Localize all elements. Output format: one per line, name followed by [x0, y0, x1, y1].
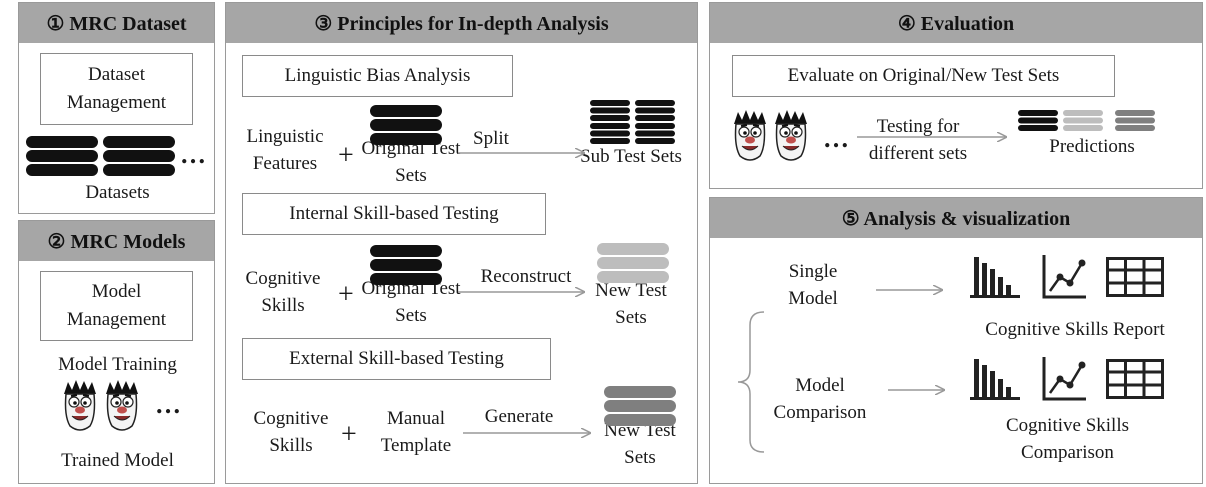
- face-icon: [63, 379, 97, 431]
- plus-sign: +: [338, 279, 354, 310]
- plus-sign: +: [341, 419, 357, 450]
- manual-template-label: Manual Template: [380, 408, 452, 456]
- line-chart-icon: [1042, 253, 1088, 299]
- model-comparison-label: Model Comparison: [773, 375, 867, 423]
- database-icon: [103, 136, 175, 176]
- database-icon: [635, 100, 675, 121]
- brace-icon: [737, 311, 765, 453]
- bar-chart-icon: [970, 257, 1020, 298]
- new-test-sets-label: New Test Sets: [595, 280, 667, 328]
- evaluation-ellipsis: …: [823, 124, 850, 153]
- datasets-caption: Datasets: [85, 182, 150, 203]
- database-icon: [1018, 110, 1058, 131]
- database-icon: [1063, 110, 1103, 131]
- internal-skill-box: Internal Skill-based Testing: [242, 193, 546, 235]
- panel-title: ② MRC Models: [19, 221, 214, 261]
- panel-title: ① MRC Dataset: [19, 3, 214, 43]
- line-chart-icon: [1042, 355, 1088, 401]
- linguistic-bias-box: Linguistic Bias Analysis: [242, 55, 513, 97]
- panel-mrc-models: ② MRC Models Model Management Model Trai…: [18, 220, 215, 484]
- panel-mrc-dataset: ① MRC Dataset Dataset Management Dataset…: [18, 2, 215, 214]
- table-icon: [1106, 359, 1164, 399]
- bar-chart-icon: [970, 359, 1020, 400]
- panel-analysis: ⑤ Analysis & visualization Single Model …: [709, 197, 1203, 484]
- sub-test-sets-label: Sub Test Sets: [580, 146, 682, 167]
- predictions-label: Predictions: [1049, 136, 1135, 157]
- database-icon: [590, 100, 630, 121]
- cognitive-skills-label: Cognitive Skills: [245, 268, 321, 316]
- generate-label: Generate: [484, 406, 554, 427]
- table-icon: [1106, 257, 1164, 297]
- plus-sign: +: [338, 140, 354, 171]
- database-icon: [597, 243, 669, 283]
- external-skill-box: External Skill-based Testing: [242, 338, 551, 380]
- panel-title: ⑤ Analysis & visualization: [710, 198, 1202, 238]
- face-icon: [105, 379, 139, 431]
- evaluate-box: Evaluate on Original/New Test Sets: [732, 55, 1115, 97]
- model-training-label: Model Training: [58, 354, 177, 375]
- database-icon: [604, 386, 676, 426]
- reconstruct-label: Reconstruct: [480, 266, 572, 287]
- testing-for-different-sets-label: Testing for different sets: [868, 116, 968, 164]
- database-icon: [26, 136, 98, 176]
- face-icon: [774, 109, 808, 161]
- panel-title: ④ Evaluation: [710, 3, 1202, 43]
- cognitive-skills-label: Cognitive Skills: [253, 408, 329, 456]
- database-icon: [370, 245, 442, 285]
- models-ellipsis: …: [155, 390, 182, 419]
- database-icon: [590, 123, 630, 144]
- database-icon: [370, 105, 442, 145]
- datasets-ellipsis: …: [180, 140, 207, 169]
- trained-model-caption: Trained Model: [61, 450, 174, 471]
- database-icon: [635, 123, 675, 144]
- split-label: Split: [473, 128, 509, 149]
- database-icon: [1115, 110, 1155, 131]
- face-icon: [733, 109, 767, 161]
- single-model-label: Single Model: [788, 261, 838, 309]
- dataset-management-box: Dataset Management: [40, 53, 193, 125]
- model-management-box: Model Management: [40, 271, 193, 341]
- cognitive-skills-comparison-label: Cognitive Skills Comparison: [1006, 415, 1129, 463]
- panel-title: ③ Principles for In-depth Analysis: [226, 3, 697, 43]
- linguistic-features-label: Linguistic Features: [246, 126, 324, 174]
- cognitive-skills-report-label: Cognitive Skills Report: [985, 319, 1165, 340]
